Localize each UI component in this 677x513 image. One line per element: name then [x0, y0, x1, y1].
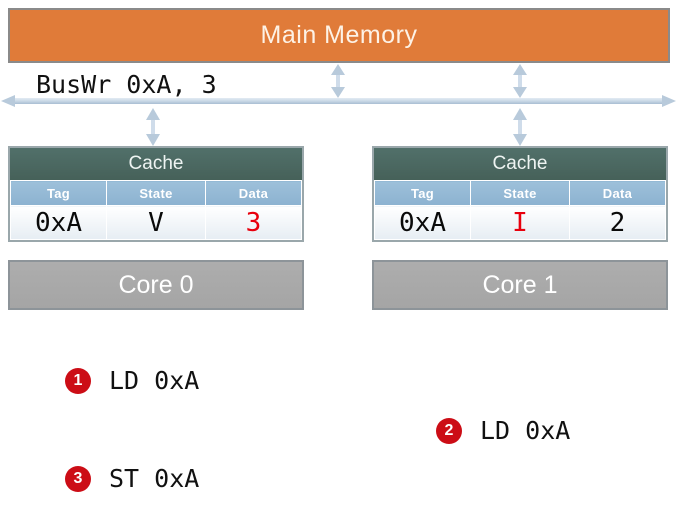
step-text-2: LD 0xA — [480, 416, 571, 445]
step-badge-1: 1 — [65, 367, 91, 394]
connector-bus-upper-right — [513, 64, 527, 98]
cache-block-core1: Cache Tag State Data 0xA I 2 — [372, 146, 668, 242]
step-text-1: LD 0xA — [109, 366, 200, 395]
main-memory-block: Main Memory — [8, 8, 670, 63]
cell-tag-core1: 0xA — [373, 205, 472, 240]
core-block-core0: Core 0 — [8, 260, 304, 310]
column-header-tag: Tag — [9, 180, 108, 206]
column-header-state: State — [106, 180, 206, 206]
step-text-3: ST 0xA — [109, 464, 200, 493]
column-header-data: Data — [204, 180, 303, 206]
cache-block-core0: Cache Tag State Data 0xA V 3 — [8, 146, 304, 242]
cache-table-core1: Tag State Data 0xA I 2 — [373, 180, 667, 240]
cache-table-core0: Tag State Data 0xA V 3 — [9, 180, 303, 240]
column-header-state: State — [470, 180, 570, 206]
cell-tag-core0: 0xA — [9, 205, 108, 240]
cache-header-row: Tag State Data — [373, 180, 667, 206]
step-item-2: 2 LD 0xA — [436, 416, 570, 445]
column-header-tag: Tag — [373, 180, 472, 206]
table-row: 0xA V 3 — [9, 205, 303, 240]
cache-header-row: Tag State Data — [9, 180, 303, 206]
cache-title-core1: Cache — [374, 148, 666, 180]
connector-bus-cache1 — [513, 108, 527, 146]
step-badge-2: 2 — [436, 417, 462, 444]
cache-title-core0: Cache — [10, 148, 302, 180]
bus-transaction-label: BusWr 0xA, 3 — [36, 70, 217, 99]
step-item-3: 3 ST 0xA — [65, 464, 199, 493]
core-label-core1: Core 1 — [482, 270, 558, 299]
table-row: 0xA I 2 — [373, 205, 667, 240]
main-memory-label: Main Memory — [260, 21, 418, 49]
core-label-core0: Core 0 — [118, 270, 194, 299]
bus-line — [1, 95, 676, 107]
column-header-data: Data — [568, 180, 667, 206]
cell-data-core1: 2 — [568, 205, 667, 240]
step-item-1: 1 LD 0xA — [65, 366, 199, 395]
connector-memory-bus — [331, 64, 345, 98]
core-block-core1: Core 1 — [372, 260, 668, 310]
cell-state-core1: I — [470, 205, 570, 240]
connector-bus-cache0 — [146, 108, 160, 146]
cell-state-core0: V — [106, 205, 206, 240]
cell-data-core0: 3 — [204, 205, 303, 240]
step-badge-3: 3 — [65, 465, 91, 492]
